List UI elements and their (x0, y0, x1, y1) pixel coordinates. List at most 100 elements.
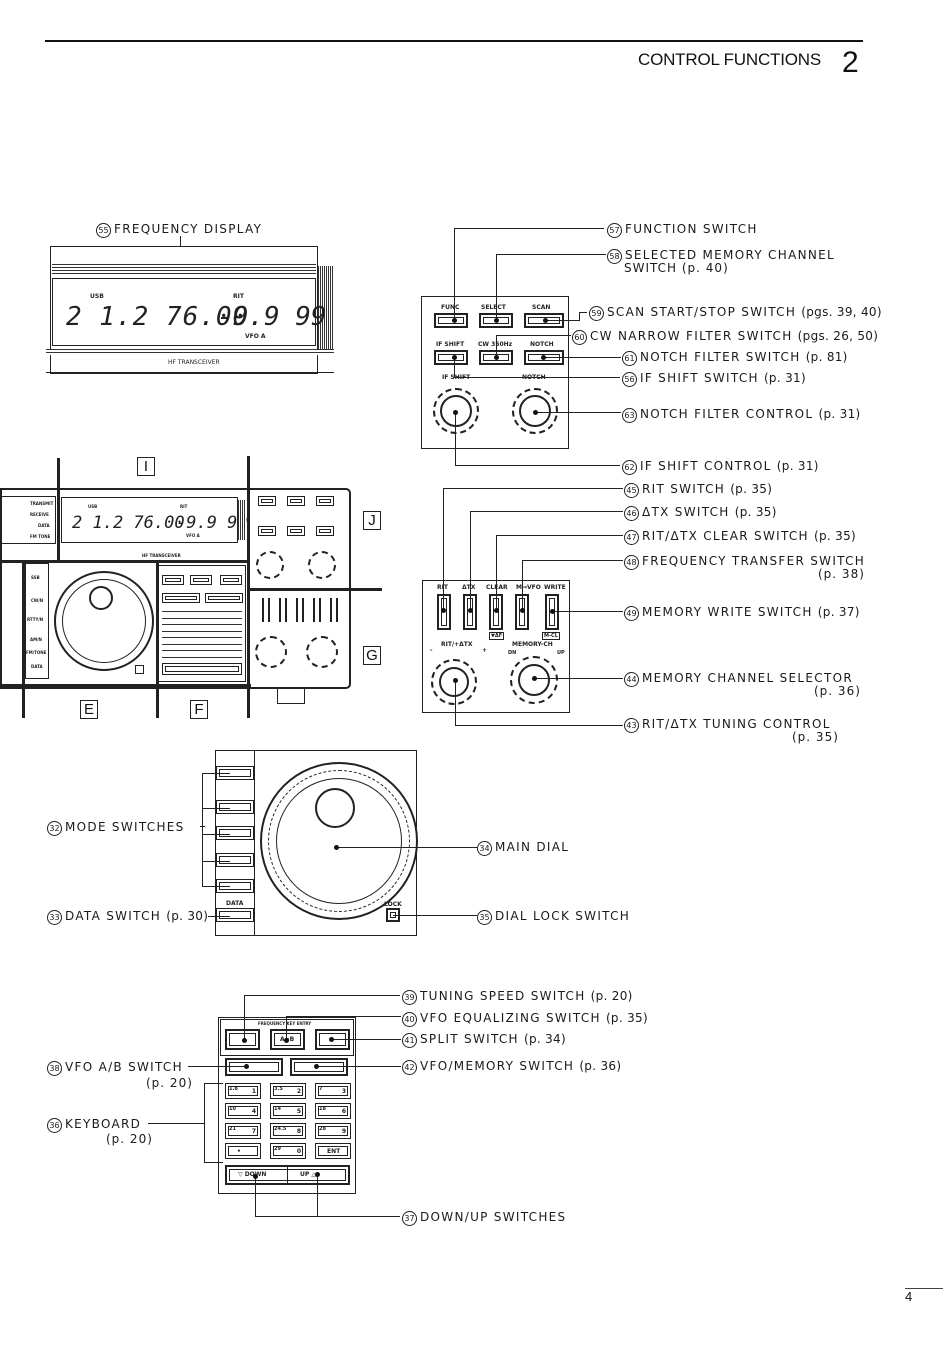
mini-lock-switch[interactable] (135, 665, 144, 674)
mini-notch-knob[interactable] (308, 551, 336, 579)
mvfo-switch-label: M→VFO (516, 584, 541, 591)
indicator-block (0, 496, 56, 544)
mini-key-ssb[interactable]: SSB (31, 575, 40, 580)
leader-36v (204, 1083, 205, 1163)
mini-rit-knob[interactable] (255, 636, 287, 668)
memory-channel-selector[interactable] (510, 656, 558, 704)
up-switch[interactable]: UP △ (300, 1171, 316, 1178)
notch-control-knob[interactable] (512, 388, 558, 434)
callout-58-line2: SWITCH (p. 40) (624, 261, 729, 275)
leader-43 (455, 680, 456, 725)
mini-key-am[interactable]: AM/N (30, 637, 42, 642)
mini-main-dial[interactable] (54, 571, 154, 671)
leader-57h (454, 228, 604, 229)
mini-vfo: VFO A (186, 533, 200, 538)
mini-stripes (238, 500, 246, 540)
mini-key-fm[interactable]: FM/TONE (26, 650, 47, 655)
mode-switch-cw[interactable] (216, 800, 254, 814)
delta-f-label: ▼ΔF (489, 632, 505, 640)
mini-func-key[interactable] (258, 496, 276, 506)
section-label-j: J (363, 511, 381, 530)
frequency-readout: 2 1.2 76.00 (66, 302, 250, 332)
leader-dot (520, 608, 525, 613)
down-switch[interactable]: ▽ DOWN (238, 1171, 266, 1178)
bezel-bottom (46, 372, 334, 373)
leader-dot (453, 410, 458, 415)
dtx-switch-label: ΔTX (462, 584, 476, 591)
section-line (22, 563, 25, 718)
mini-notch-key[interactable] (316, 526, 334, 536)
leader-35 (393, 915, 477, 916)
digit-label: 6 (341, 1108, 346, 1115)
digit-label: 9 (341, 1128, 346, 1135)
mini-select-key[interactable] (287, 496, 305, 506)
mini-foot (277, 689, 305, 704)
leader-49 (552, 611, 623, 612)
leader-dot (452, 318, 457, 323)
data-switch[interactable] (216, 908, 254, 922)
mini-memch-knob[interactable] (306, 636, 338, 668)
indicator-transmit: TRANSMIT (30, 501, 54, 506)
mini-ts-key[interactable] (162, 575, 184, 585)
main-dial-ring (268, 770, 410, 912)
mini-ab-key[interactable] (190, 575, 212, 585)
leader-32e (202, 886, 230, 887)
if-shift-control-knob[interactable] (433, 388, 479, 434)
leader-dot (334, 845, 339, 850)
digit-label: 8 (296, 1128, 301, 1135)
mini-key-cw[interactable]: CW/N (31, 598, 44, 603)
band-label: 7 (319, 1086, 323, 1092)
mode-switch-rtty[interactable] (216, 826, 254, 840)
mini-scan-key[interactable] (316, 496, 334, 506)
vfo-ab-switch[interactable] (225, 1058, 283, 1076)
leader-58 (496, 254, 497, 320)
rit-tuning-control[interactable] (431, 659, 477, 705)
mini-key-rtty[interactable]: RTTY/N (27, 617, 44, 622)
finger-hole (315, 788, 355, 828)
if-shift-label: IF SHIFT (436, 341, 465, 348)
func-switch[interactable] (434, 313, 468, 328)
mini-rit: RIT (180, 504, 188, 509)
mode-indicator: USB (90, 293, 104, 300)
leader-32v (202, 773, 203, 887)
mode-switch-am[interactable] (216, 853, 254, 867)
mini-cw-key[interactable] (287, 526, 305, 536)
mini-ifshift-knob[interactable] (256, 551, 284, 579)
main-dial[interactable] (260, 762, 418, 920)
band-label: 3.5 (274, 1086, 283, 1092)
mode-switch-fm[interactable] (216, 879, 254, 893)
band-label: 28 (319, 1126, 326, 1132)
notch-label: NOTCH (530, 341, 554, 348)
keypad-key[interactable]: • (225, 1143, 261, 1159)
leader-48 (522, 560, 523, 610)
keypad-key[interactable]: ENT (315, 1143, 351, 1159)
keypad-key[interactable]: 28 9 (315, 1123, 351, 1139)
digit-label: 3 (341, 1088, 346, 1095)
section-label-e: E (80, 700, 98, 719)
mini-key-data[interactable]: DATA (31, 664, 43, 669)
mini-finger-hole (89, 586, 113, 610)
leader-32d (202, 861, 230, 862)
mini-downup-keys[interactable] (162, 663, 242, 675)
rit-switch[interactable] (437, 594, 451, 630)
mini-ifshift-key[interactable] (258, 526, 276, 536)
scan-label: SCAN (532, 304, 551, 311)
mini-split-key[interactable] (220, 575, 242, 585)
mini-vfoab-key[interactable] (162, 593, 200, 603)
vfo-memory-switch[interactable] (290, 1058, 348, 1076)
if-shift-switch[interactable] (434, 350, 468, 365)
data-key-label: DATA (226, 900, 244, 907)
mini-vfomemo-key[interactable] (205, 593, 243, 603)
